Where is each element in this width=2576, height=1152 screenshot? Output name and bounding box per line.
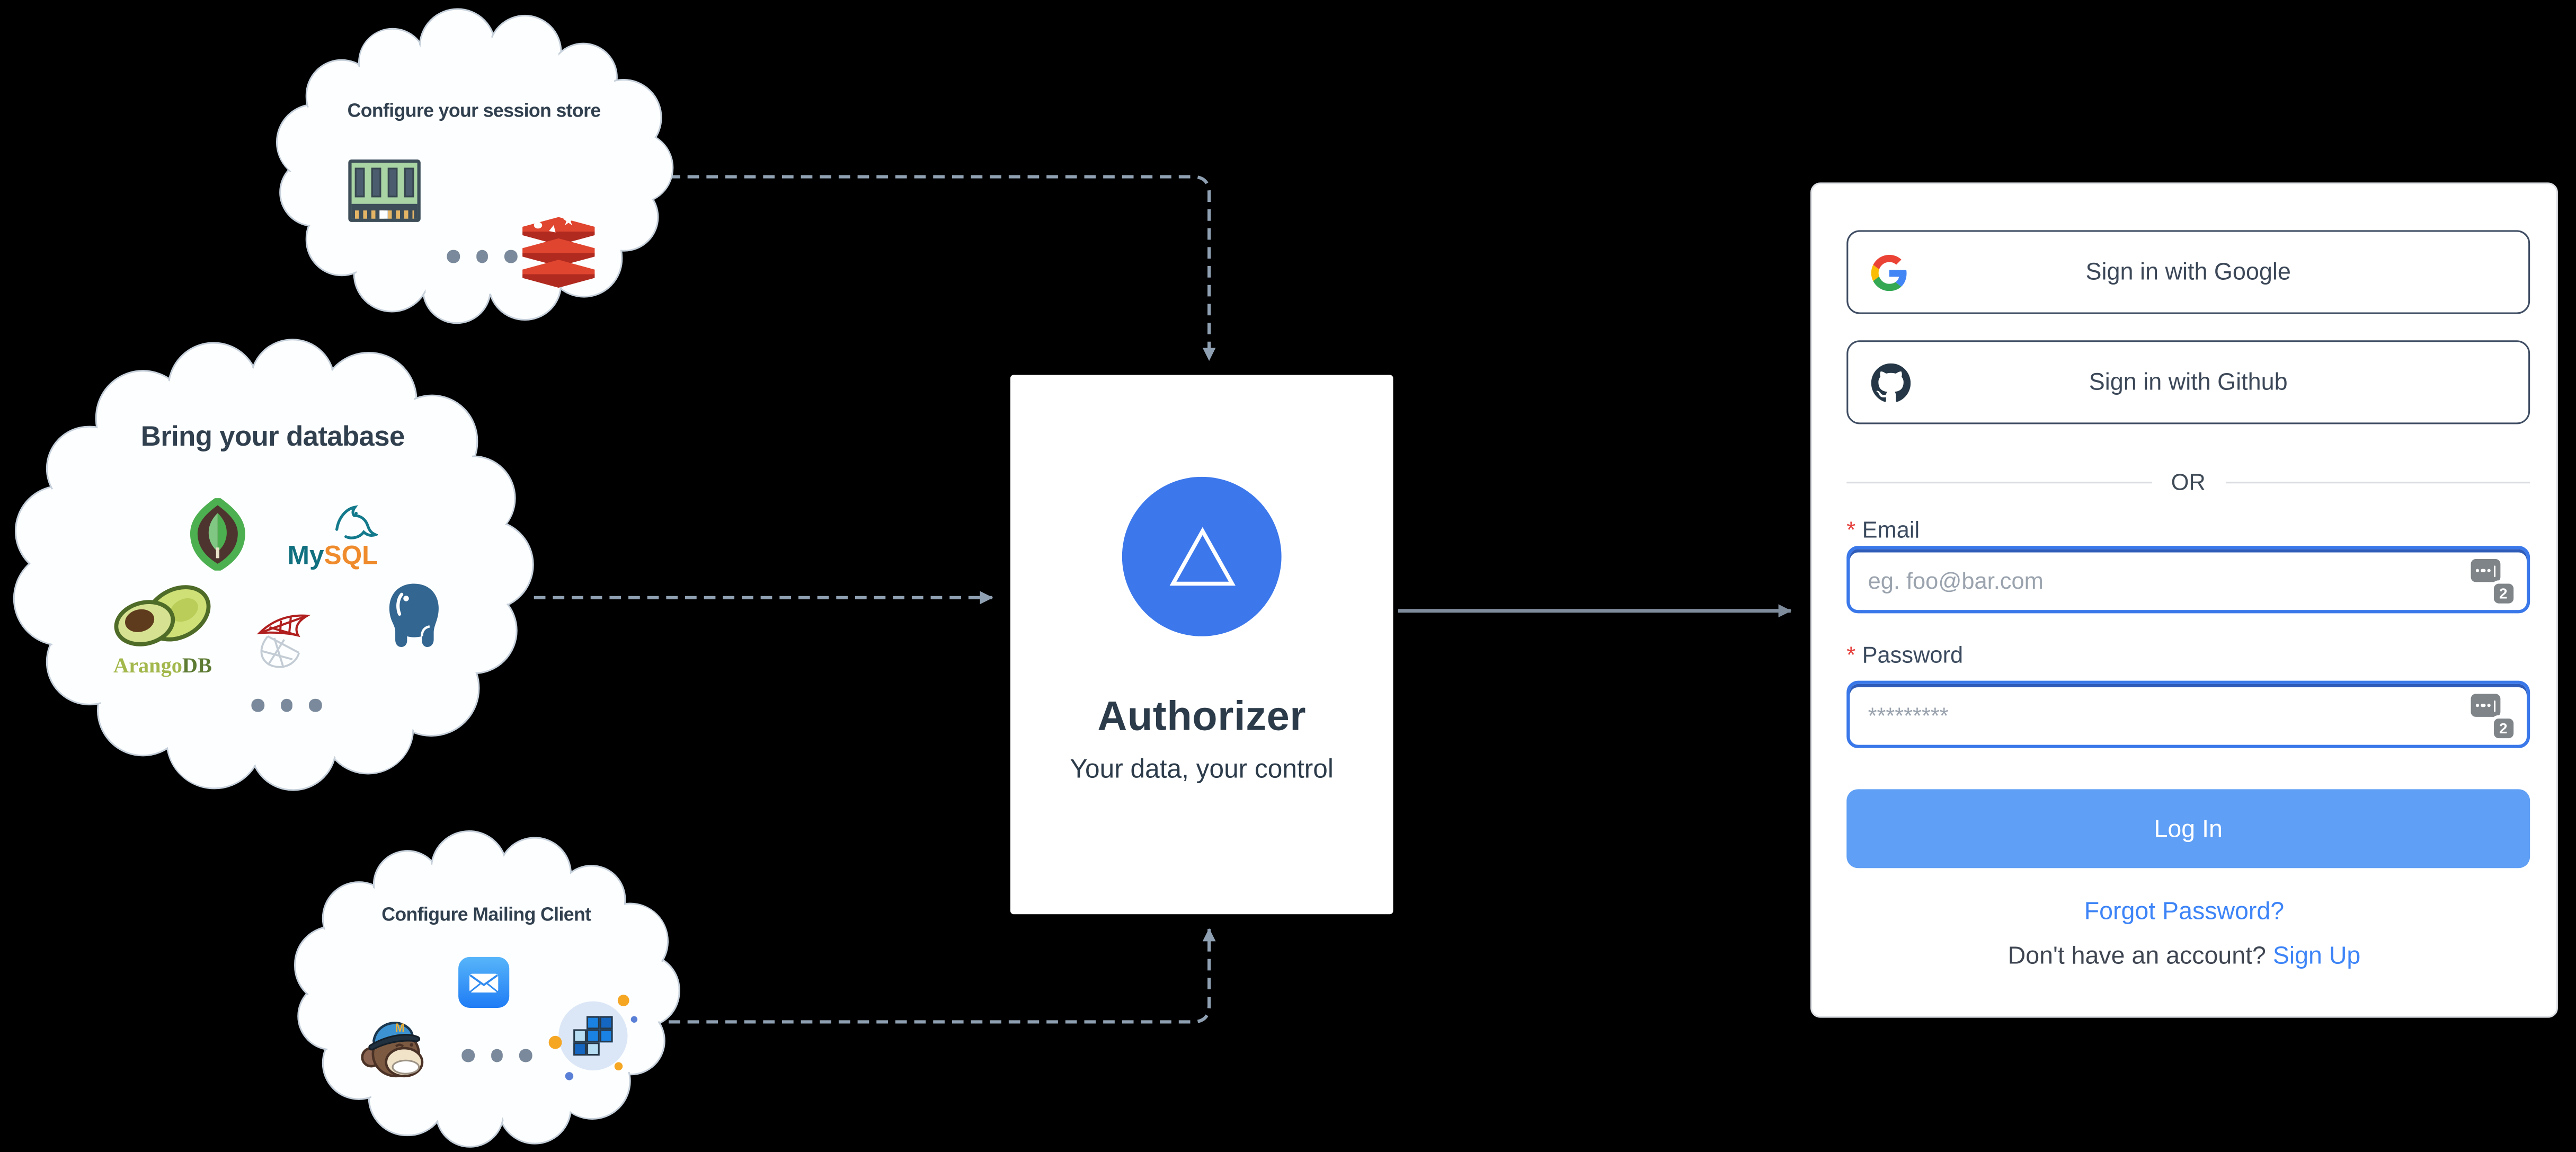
connector-session-to-authorizer — [669, 175, 1216, 361]
log-in-button[interactable]: Log In — [1846, 789, 2530, 869]
database-cloud: Bring your database MySQL ArangoDB — [13, 339, 534, 791]
sign-in-github-button[interactable]: Sign in with Github — [1846, 340, 2530, 424]
email-required-mark: * — [1846, 516, 1856, 543]
mailing-cloud: Configure Mailing Client M — [293, 830, 681, 1147]
login-card: Sign in with Google Sign in with Github … — [1810, 182, 2558, 1018]
sign-in-google-button[interactable]: Sign in with Google — [1846, 230, 2530, 314]
arangodb-wordmark: ArangoDB — [113, 652, 212, 678]
more-dots-icon — [461, 1049, 532, 1061]
more-dots-icon — [447, 250, 517, 262]
autofill-count-badge: 2 — [2493, 717, 2514, 739]
password-manager-autofill-icon[interactable]: 2 — [2471, 559, 2514, 604]
or-label: OR — [2171, 468, 2206, 495]
signup-row: Don't have an account? Sign Up — [1812, 942, 2556, 970]
password-field-wrap: 2 — [1812, 680, 2556, 748]
authorizer-title: Authorizer — [1097, 694, 1307, 740]
authorizer-tagline: Your data, your control — [1070, 756, 1334, 785]
session-store-cloud: Configure your session store ★ ▲ — [275, 8, 674, 324]
svg-text:MySQL: MySQL — [288, 540, 378, 570]
connector-mailing-to-authorizer — [669, 928, 1216, 1024]
password-manager-autofill-icon[interactable]: 2 — [2471, 694, 2514, 739]
mysql-icon: MySQL — [288, 505, 378, 570]
forgot-password-link[interactable]: Forgot Password? — [2084, 898, 2285, 926]
password-label: *Password — [1846, 641, 1964, 668]
autofill-count-badge: 2 — [2493, 582, 2514, 604]
or-divider: OR — [1846, 468, 2530, 495]
password-required-mark: * — [1846, 641, 1856, 668]
sign-up-link[interactable]: Sign Up — [2272, 942, 2361, 970]
password-input[interactable] — [1846, 680, 2530, 748]
sqlserver-icon — [256, 614, 311, 668]
sign-in-github-label: Sign in with Github — [2089, 369, 2288, 396]
authorizer-logo-icon — [1122, 476, 1282, 636]
email-field-wrap: 2 — [1812, 546, 2556, 614]
mailing-cloud-title: Configure Mailing Client — [381, 906, 591, 926]
memory-ram-icon — [348, 159, 421, 222]
email-input[interactable] — [1846, 546, 2530, 614]
session-cloud-title: Configure your session store — [347, 102, 601, 122]
google-icon — [1871, 254, 1907, 290]
postgresql-icon — [389, 583, 439, 647]
redis-star-glyph: ★ — [562, 212, 575, 229]
sendgrid-icon — [545, 993, 638, 1082]
svg-text:M: M — [395, 1021, 405, 1034]
github-icon — [1871, 362, 1911, 402]
mailchimp-icon: M — [361, 1021, 424, 1078]
redis-triangle-glyph: ▲ — [546, 222, 560, 236]
signup-prompt: Don't have an account? — [2007, 942, 2273, 970]
more-dots-icon — [251, 698, 322, 711]
authorizer-box: Authorizer Your data, your control — [1010, 375, 1393, 915]
email-label: *Email — [1846, 516, 1920, 543]
sign-in-google-label: Sign in with Google — [2085, 259, 2291, 286]
database-cloud-title: Bring your database — [140, 421, 405, 453]
mongodb-icon — [190, 498, 245, 571]
redis-icon: ★ ▲ — [522, 212, 595, 293]
apple-mail-icon — [458, 956, 510, 1008]
arangodb-icon: ArangoDB — [84, 580, 242, 679]
